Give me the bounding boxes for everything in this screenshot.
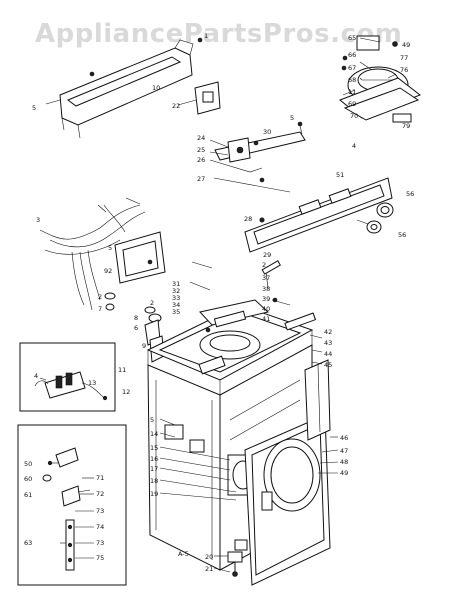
callout-50: 50 — [24, 460, 32, 468]
callout-2c: 2 — [150, 299, 154, 307]
callout-38: 38 — [262, 285, 270, 293]
side-panel — [304, 359, 331, 441]
callout-8: 8 — [134, 314, 138, 322]
callout-5c: 5 — [108, 244, 112, 252]
callout-24: 24 — [197, 134, 205, 142]
cabinet-top — [146, 299, 314, 395]
callout-6: 6 — [134, 324, 138, 332]
callout-35: 35 — [172, 308, 180, 316]
callout-1: 1 — [204, 32, 208, 40]
callout-49b: 49 — [340, 469, 348, 477]
lid-switch-inset — [19, 342, 116, 412]
callout-43: 43 — [324, 339, 332, 347]
callout-18: 18 — [150, 477, 158, 485]
callout-5: 5 — [32, 104, 36, 112]
callout-14: 14 — [150, 430, 158, 438]
leveling-feet — [227, 551, 243, 577]
callout-11: 11 — [348, 88, 356, 96]
callout-76: 76 — [400, 66, 408, 74]
callout-11b: 11 — [118, 366, 126, 374]
callout-45: 45 — [324, 361, 332, 369]
callout-69: 69 — [348, 100, 356, 108]
console-front-panel — [244, 177, 393, 253]
callout-20: 20 — [205, 553, 213, 561]
callout-4: 4 — [352, 142, 356, 150]
callout-68: 68 — [348, 76, 356, 84]
callout-12: 12 — [122, 388, 130, 396]
door-latch-inset — [17, 424, 127, 586]
callout-75: 75 — [96, 554, 104, 562]
callout-21: 21 — [205, 565, 213, 573]
callout-25: 25 — [197, 146, 205, 154]
callout-17: 17 — [150, 465, 158, 473]
callout-30: 30 — [263, 128, 271, 136]
callout-34: 34 — [172, 301, 180, 309]
callout-77: 77 — [400, 54, 408, 62]
callout-9: 9 — [142, 342, 146, 350]
callout-2b: 2 — [98, 293, 102, 301]
callout-4b: 4 — [34, 372, 38, 380]
watermark-text: AppliancePartsPros.com — [35, 19, 402, 49]
callout-61: 61 — [24, 491, 32, 499]
callout-39: 39 — [262, 295, 270, 303]
callout-49: 49 — [402, 41, 410, 49]
callout-40: 40 — [262, 305, 270, 313]
callout-26: 26 — [197, 156, 205, 164]
callout-65: 65 — [348, 34, 356, 42]
callout-44: 44 — [324, 350, 332, 358]
callout-70: 70 — [350, 112, 358, 120]
wire-harness — [39, 197, 146, 311]
control-knobs — [356, 202, 394, 234]
callout-3: 3 — [36, 216, 40, 224]
callout-71: 71 — [96, 474, 104, 482]
timer-bracket — [177, 81, 221, 115]
callout-33: 33 — [172, 294, 180, 302]
callout-16: 16 — [150, 455, 158, 463]
callout-37: 37 — [262, 274, 270, 282]
callout-46: 46 — [340, 434, 348, 442]
sheet-label: A-5 — [178, 550, 189, 558]
callout-67: 67 — [348, 64, 356, 72]
callout-10: 10 — [152, 84, 160, 92]
callout-31: 31 — [172, 280, 180, 288]
callout-60: 60 — [24, 475, 32, 483]
callout-42: 42 — [324, 328, 332, 336]
callout-28: 28 — [244, 215, 252, 223]
callout-19: 19 — [150, 490, 158, 498]
callout-5d: 5 — [150, 416, 154, 424]
callout-79: 79 — [402, 122, 410, 130]
callout-32: 32 — [172, 287, 180, 295]
callout-labels: 1 5 10 22 5 30 24 25 26 27 51 4 65 49 66… — [24, 32, 414, 573]
callout-92: 92 — [104, 267, 112, 275]
terminal-block-bracket — [114, 231, 166, 284]
leader-lines — [48, 37, 397, 573]
callout-55: 56 — [406, 190, 414, 198]
callout-56: 56 — [398, 231, 406, 239]
callout-74: 74 — [96, 523, 104, 531]
callout-15: 15 — [150, 444, 158, 452]
callout-48: 48 — [340, 458, 348, 466]
callout-51: 51 — [336, 171, 344, 179]
callout-72: 72 — [96, 490, 104, 498]
callout-73b: 73 — [96, 539, 104, 547]
callout-63: 63 — [24, 539, 32, 547]
callout-5b: 5 — [290, 114, 294, 122]
callout-2: 2 — [262, 261, 266, 269]
callout-29: 29 — [263, 251, 271, 259]
callout-13: 13 — [88, 379, 96, 387]
callout-22: 22 — [172, 102, 180, 110]
callout-41: 41 — [262, 315, 270, 323]
console-rear-panel — [45, 37, 203, 139]
callout-73: 73 — [96, 507, 104, 515]
callout-66: 66 — [348, 51, 356, 59]
callout-7: 7 — [98, 305, 102, 313]
control-mounting-bracket — [209, 121, 306, 193]
callout-47: 47 — [340, 447, 348, 455]
pump-motor-assembly — [339, 35, 422, 123]
callout-27: 27 — [197, 175, 205, 183]
